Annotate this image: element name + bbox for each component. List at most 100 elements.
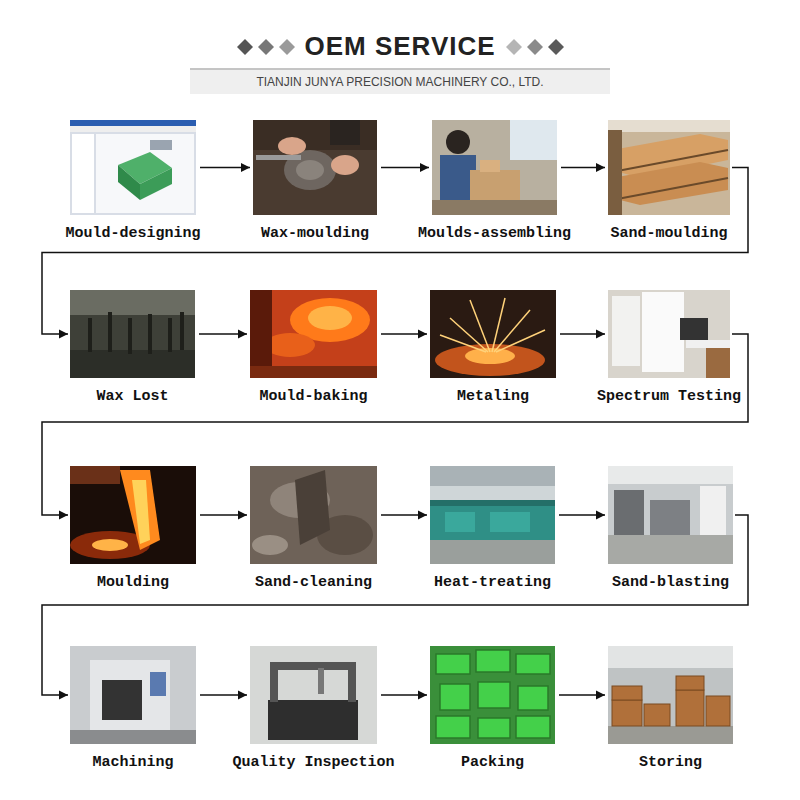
- step-label: Machining: [10, 754, 256, 772]
- wax-moulding-photo: [253, 120, 377, 215]
- packing-photo-part-part: [436, 654, 470, 674]
- header-decoration-part: [506, 39, 522, 55]
- pouring-photo-part: [132, 480, 150, 544]
- inspection-photo-part: [268, 700, 358, 740]
- wax-lost-photo: [70, 290, 195, 378]
- spectrum-testing-photo-part: [642, 292, 684, 372]
- process-step: Wax Lost: [70, 290, 195, 406]
- metaling-photo-part-part: [492, 298, 505, 352]
- arrow-head: [596, 691, 605, 700]
- sand-cleaning-photo-part: [295, 470, 330, 545]
- sand-moulding-photo-part: [608, 120, 730, 132]
- step-label: Mould-baking: [190, 388, 437, 406]
- arrow-head: [59, 330, 68, 339]
- mould-baking-photo-part: [308, 306, 352, 330]
- wax-moulding-photo-part: [253, 120, 377, 215]
- heat-treating-photo-part: [490, 512, 530, 532]
- inspection-photo: [250, 646, 377, 744]
- assembling-photo-part: [432, 120, 557, 215]
- assembling-photo-part: [432, 200, 557, 215]
- arrow-head: [59, 691, 68, 700]
- metaling-photo-part: [435, 344, 545, 376]
- spectrum-testing-photo-part: [686, 340, 730, 348]
- sand-blasting-photo-part: [608, 466, 733, 484]
- storing-photo-part-part: [706, 696, 730, 726]
- photo-frame: [608, 466, 733, 564]
- step-label: Sand-moulding: [548, 225, 790, 243]
- process-step: Heat-treating: [430, 466, 555, 592]
- process-step: Sand-blasting: [608, 466, 733, 592]
- packing-photo-part-part: [516, 716, 550, 738]
- inspection-photo-part: [348, 666, 356, 702]
- heat-treating-photo-part: [430, 500, 555, 506]
- cad-screenshot-part: [70, 120, 196, 215]
- packing-photo-part-part: [478, 718, 510, 738]
- heat-treating-photo: [430, 466, 555, 564]
- wax-lost-photo-part: [70, 290, 195, 378]
- arrow-head: [418, 691, 427, 700]
- wax-lost-photo-part: [88, 318, 92, 352]
- header-decoration-part: [190, 70, 610, 94]
- process-step: Sand-cleaning: [250, 466, 377, 592]
- inspection-photo-part: [270, 666, 278, 702]
- photo-frame: [608, 646, 733, 744]
- assembling-photo-part: [480, 160, 500, 172]
- cad-screenshot-part: [150, 140, 172, 150]
- machining-photo-part: [150, 672, 166, 696]
- packing-photo-part: [436, 650, 550, 738]
- step-label: Sand-cleaning: [190, 574, 437, 592]
- step-label: Quality Inspection: [190, 754, 437, 772]
- heat-treating-photo-part: [430, 540, 555, 564]
- arrow-head: [238, 691, 247, 700]
- photo-frame: [430, 290, 556, 378]
- arrow-head: [59, 511, 68, 520]
- process-step: Spectrum Testing: [608, 290, 730, 406]
- sand-moulding-photo-part: [612, 150, 728, 172]
- machining-photo-part: [70, 730, 196, 744]
- step-label: Moulding: [10, 574, 256, 592]
- process-step: Storing: [608, 646, 733, 772]
- cad-screenshot-part: [70, 126, 196, 132]
- arrow-head: [596, 163, 605, 172]
- process-step: Metaling: [430, 290, 556, 406]
- photo-frame: [250, 466, 377, 564]
- metaling-photo: [430, 290, 556, 378]
- heat-treating-photo-part: [430, 466, 555, 486]
- metaling-photo-part-part: [440, 335, 486, 352]
- mould-baking-photo-part: [250, 290, 377, 378]
- wax-moulding-photo-part: [278, 137, 306, 155]
- photo-frame: [608, 120, 730, 215]
- step-label: Mould-designing: [10, 225, 256, 243]
- spectrum-testing-photo: [608, 290, 730, 378]
- process-step: Sand-moulding: [608, 120, 730, 243]
- process-step: Mould-designing: [70, 120, 196, 243]
- cad-screenshot-part: [118, 165, 140, 200]
- wax-moulding-photo-part: [256, 155, 301, 160]
- packing-photo-part-part: [476, 650, 510, 672]
- process-step: Moulding: [70, 466, 196, 592]
- packing-photo-part-part: [478, 682, 510, 708]
- packing-photo-part-part: [440, 684, 470, 710]
- arrow-head: [238, 511, 247, 520]
- storing-photo-part-part: [612, 700, 642, 726]
- process-step: Wax-moulding: [253, 120, 377, 243]
- mould-baking-photo-part: [250, 366, 377, 378]
- photo-frame: [430, 646, 555, 744]
- metaling-photo-part-part: [494, 310, 530, 352]
- assembling-photo-part: [470, 170, 520, 200]
- machining-photo: [70, 646, 196, 744]
- cad-screenshot: [70, 120, 196, 215]
- process-step: Mould-baking: [250, 290, 377, 406]
- photo-frame: [250, 290, 377, 378]
- assembling-photo-part: [510, 120, 557, 160]
- heat-treating-photo-part: [430, 466, 555, 564]
- storing-photo-part-part: [644, 704, 670, 726]
- assembling-photo: [432, 120, 557, 215]
- packing-photo-part: [430, 646, 555, 744]
- sand-blasting-photo-part: [608, 466, 733, 564]
- sand-moulding-photo-part: [612, 178, 728, 200]
- photo-frame: [70, 466, 196, 564]
- pouring-photo-part: [92, 539, 128, 551]
- machining-photo-part: [90, 660, 170, 740]
- spectrum-testing-photo-part: [706, 348, 730, 378]
